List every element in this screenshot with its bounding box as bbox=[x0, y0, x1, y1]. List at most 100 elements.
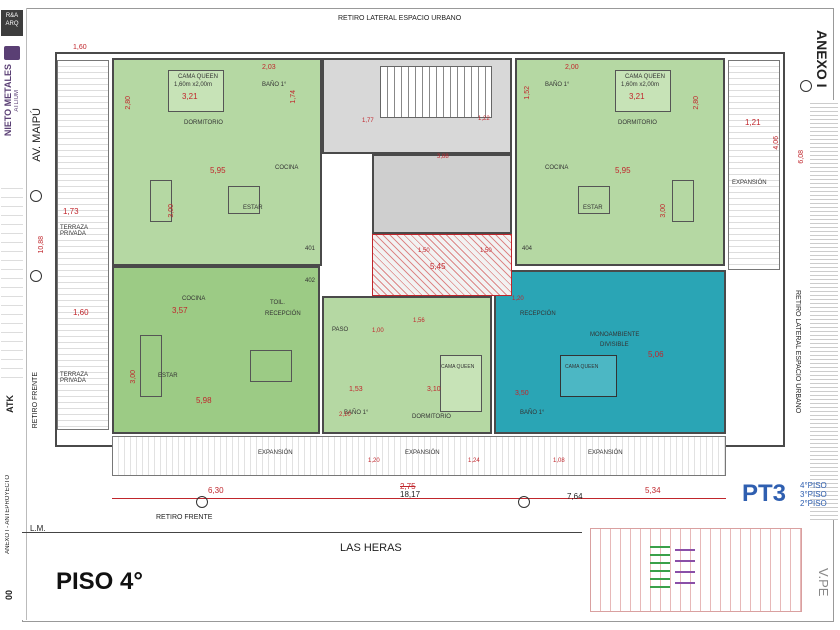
axis-marker-4 bbox=[800, 80, 812, 92]
lm-line bbox=[22, 532, 582, 533]
dim-203: 2,03 bbox=[262, 64, 276, 71]
dim-534: 5,34 bbox=[645, 486, 661, 495]
dim-156: 1,56 bbox=[413, 318, 425, 324]
dim-630: 6,30 bbox=[208, 486, 224, 495]
dim-280-left: 2,80 bbox=[125, 96, 132, 110]
stair-treads bbox=[380, 66, 492, 118]
dim-120b: 1,20 bbox=[512, 296, 524, 302]
dim-1817: 18,17 bbox=[400, 490, 421, 499]
dim-150a: 1,50 bbox=[418, 248, 430, 254]
dim-300-bl: 3,00 bbox=[130, 370, 137, 384]
cocina-right-label: COCINA bbox=[545, 165, 569, 171]
dim-406: 4,06 bbox=[773, 136, 780, 150]
table-right bbox=[578, 186, 610, 214]
terraza-left bbox=[57, 60, 109, 430]
dim-173: 1,73 bbox=[63, 207, 79, 216]
dim-350: 3,50 bbox=[515, 390, 529, 397]
estar-bl-label: ESTAR bbox=[158, 373, 178, 379]
bed-center bbox=[440, 355, 482, 412]
unit-402-label: 402 bbox=[305, 278, 316, 284]
divisible-label: DIVISIBLE bbox=[600, 342, 629, 348]
dim-764: 7,64 bbox=[567, 492, 583, 501]
dormitorio-left-label: DORMITORIO bbox=[184, 120, 223, 126]
dim-200: 2,00 bbox=[565, 64, 579, 71]
dim-275: 2,75 bbox=[400, 482, 416, 491]
dim-152: 1,52 bbox=[524, 86, 531, 100]
dormitorio-center-label: DORMITORIO bbox=[412, 414, 451, 420]
bed-monoambiente bbox=[560, 355, 617, 397]
lm-label: L.M. bbox=[30, 524, 46, 533]
expansion-b1-label: EXPANSIÓN bbox=[258, 450, 293, 456]
street-bottom-label: LAS HERAS bbox=[340, 542, 402, 554]
retiro-top-label: RETIRO LATERAL ESPACIO URBANO bbox=[338, 15, 462, 22]
dim-line-bottom bbox=[112, 498, 726, 499]
anexo-strip: ANEXO I - ANTEPROYECTO bbox=[5, 475, 11, 554]
firm-logo: R&A ARQ bbox=[1, 10, 23, 36]
schedule-marks-purple bbox=[675, 540, 695, 590]
estar-left-label: ESTAR bbox=[243, 205, 263, 211]
dim-100: 1,00 bbox=[372, 328, 384, 334]
core-hatch bbox=[372, 234, 512, 296]
dim-124: 1,24 bbox=[468, 458, 480, 464]
cama-right-label: CAMA QUEEN bbox=[625, 74, 666, 80]
unit-monoambiente bbox=[494, 270, 726, 434]
dim-280-right: 2,80 bbox=[693, 96, 700, 110]
dim-153: 1,53 bbox=[349, 386, 363, 393]
cama-mono-label: CAMA QUEEN bbox=[565, 364, 599, 370]
bano-left-label: BAÑO 1° bbox=[262, 82, 287, 88]
firm-logo-text: R&A ARQ bbox=[5, 13, 19, 27]
sofa-right bbox=[672, 180, 694, 222]
sheet-number: 00 bbox=[4, 590, 14, 601]
cama-left-size: 1,60m x2,00m bbox=[174, 82, 213, 88]
expansion-b3-label: EXPANSIÓN bbox=[588, 450, 623, 456]
pt-floor-3: 2°PISO bbox=[800, 499, 827, 508]
paso-label: PASO bbox=[332, 327, 349, 333]
dim-545: 5,45 bbox=[430, 262, 446, 271]
dim-174: 1,74 bbox=[290, 90, 297, 104]
dim-608: 6,08 bbox=[798, 150, 805, 164]
unit-404-label: 404 bbox=[522, 246, 533, 252]
floor-title: PISO 4° bbox=[56, 568, 143, 595]
schedule-table bbox=[590, 528, 802, 612]
dim-598: 5,98 bbox=[196, 396, 212, 405]
schedule-marks-green bbox=[650, 540, 670, 590]
cama-left-label: CAMA QUEEN bbox=[178, 74, 219, 80]
retiro-bottom-label: RETIRO FRENTE bbox=[156, 514, 213, 521]
table-bottom-left bbox=[250, 350, 292, 382]
version-tag: V.PE bbox=[816, 568, 831, 597]
dim-177: 1,77 bbox=[362, 118, 374, 124]
dim-321-right: 3,21 bbox=[629, 92, 645, 101]
dim-121: 1,21 bbox=[745, 118, 761, 127]
dim-595-right: 5,95 bbox=[615, 166, 631, 175]
recepcion-left-label: RECEPCIÓN bbox=[265, 311, 301, 317]
bano-mono-label: BAÑO 1° bbox=[520, 410, 545, 416]
cama-center-label: CAMA QUEEN bbox=[441, 364, 475, 370]
bed-left bbox=[168, 70, 224, 112]
toil-label: TOIL. bbox=[270, 300, 285, 306]
pt-floor-2: 3°PISO bbox=[800, 490, 827, 499]
dim-595-left: 5,95 bbox=[210, 166, 226, 175]
dim-160: 1,60 bbox=[73, 308, 89, 317]
expansion-right-label: EXPANSIÓN bbox=[732, 180, 767, 186]
estar-right-label: ESTAR bbox=[583, 205, 603, 211]
dim-310: 3,10 bbox=[427, 386, 441, 393]
unit-401-label: 401 bbox=[305, 246, 316, 252]
terraza-top-label: TERRAZA PRIVADA bbox=[60, 225, 88, 237]
dim-210: 2,10 bbox=[339, 412, 351, 418]
anexo-title: ANEXO I bbox=[814, 30, 830, 88]
dim-321-left: 3,21 bbox=[182, 92, 198, 101]
bano-right-label: BAÑO 1° bbox=[545, 82, 570, 88]
dim-506: 5,06 bbox=[648, 350, 664, 359]
dim-108: 1,08 bbox=[553, 458, 565, 464]
recepcion-right-label: RECEPCIÓN bbox=[520, 311, 556, 317]
expansion-bottom-strip bbox=[112, 436, 726, 476]
dormitorio-right-label: DORMITORIO bbox=[618, 120, 657, 126]
dim-357: 3,57 bbox=[172, 306, 188, 315]
developer-sub: ATLIUM bbox=[14, 90, 20, 112]
bed-right bbox=[615, 70, 671, 112]
dim-122: 1,22 bbox=[478, 116, 490, 122]
monoambiente-label: MONOAMBIENTE bbox=[590, 332, 640, 338]
axis-marker-6 bbox=[518, 496, 530, 508]
retiro-right-label: RETIRO LATERAL ESPACIO URBANO bbox=[794, 290, 801, 414]
cocina-bl-label: COCINA bbox=[182, 296, 206, 302]
